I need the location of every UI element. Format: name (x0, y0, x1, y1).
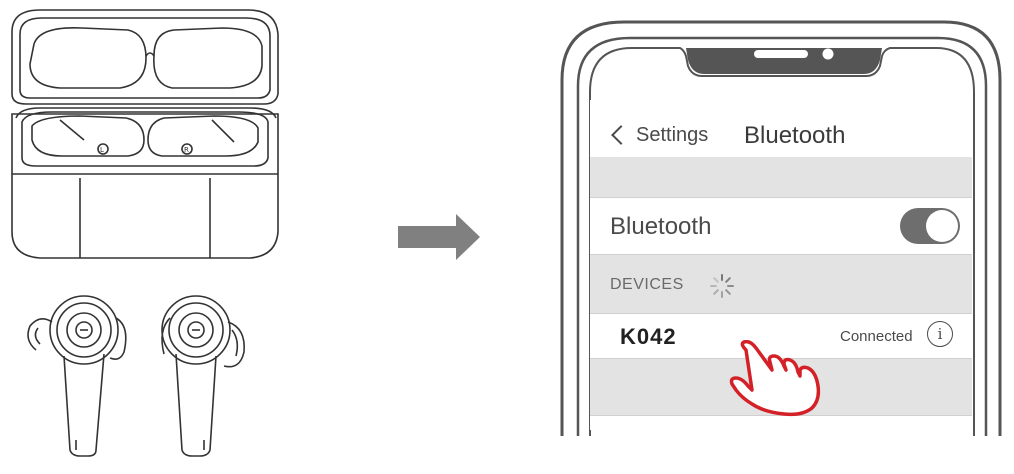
info-icon: i (937, 325, 943, 343)
back-button[interactable]: Settings (610, 120, 708, 150)
phone-frame-icon (560, 20, 1002, 436)
front-camera (822, 48, 834, 60)
charging-case-icon: L R (11, 9, 279, 259)
page-title: Bluetooth (744, 122, 846, 149)
nav-bar: Settings Bluetooth (590, 100, 972, 157)
devices-section-header: DEVICES (590, 255, 972, 313)
earbud-right-icon (161, 295, 245, 457)
devices-header-label: DEVICES (610, 276, 684, 293)
chevron-left-icon (611, 125, 631, 145)
info-button[interactable]: i (927, 321, 953, 347)
toggle-knob (926, 210, 958, 242)
section-spacer (590, 157, 972, 197)
empty-row (590, 415, 972, 430)
bluetooth-toggle[interactable] (900, 208, 960, 244)
tap-hand-icon (729, 340, 821, 417)
device-status: Connected (840, 328, 913, 345)
speaker-grille (754, 50, 808, 58)
earbud-left-icon (27, 295, 127, 457)
svg-text:L: L (100, 146, 104, 154)
bluetooth-setting-row: Bluetooth (590, 197, 972, 255)
bluetooth-label: Bluetooth (610, 213, 712, 240)
arrow-right-icon (398, 214, 480, 260)
device-row[interactable]: K042 Connected i (590, 313, 972, 359)
device-name: K042 (620, 324, 677, 349)
loading-spinner-icon (710, 274, 734, 298)
svg-text:R: R (184, 146, 189, 154)
back-label: Settings (636, 123, 709, 146)
